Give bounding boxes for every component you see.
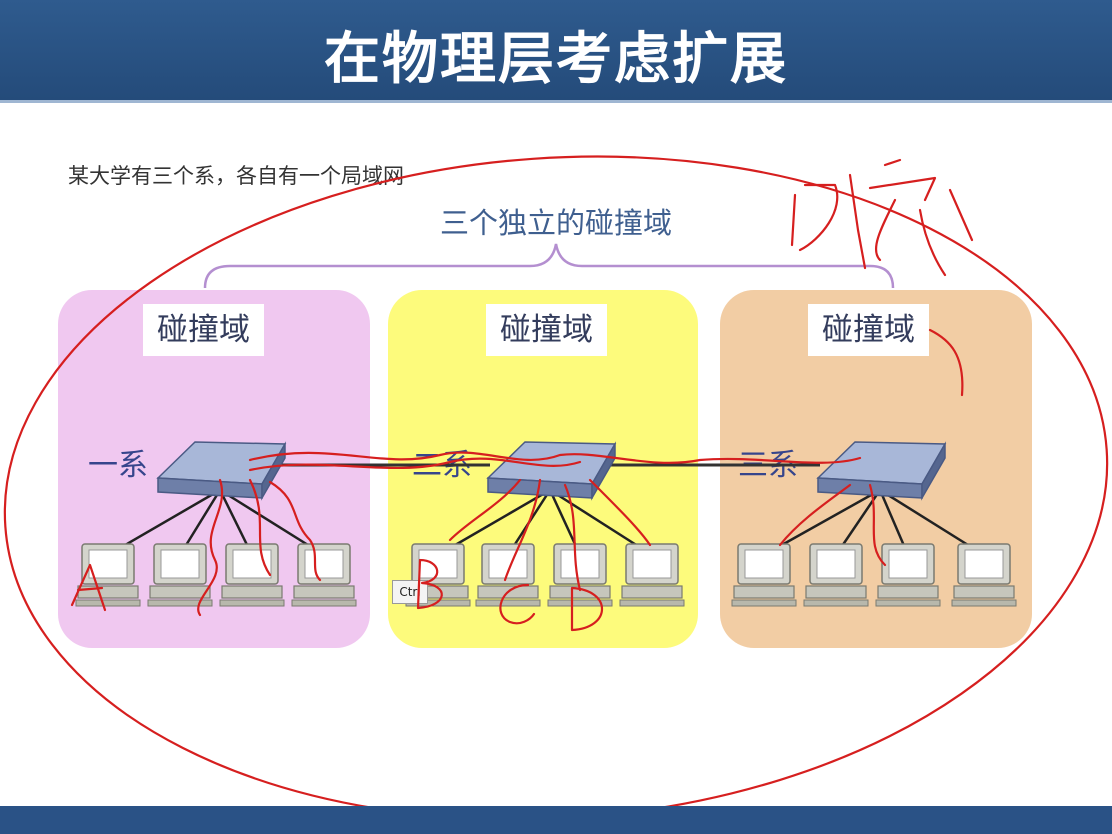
host-base: [733, 585, 795, 599]
hub-side: [261, 441, 286, 501]
big-ellipse-annotation: [3, 155, 1109, 821]
wire-scribble: [197, 478, 224, 617]
curly-brace: [203, 243, 895, 289]
host-base: [621, 585, 683, 599]
wire-scribble: [778, 483, 852, 547]
wire-scribble: [248, 451, 862, 464]
host-base: [293, 585, 355, 599]
host-keyboard: [619, 599, 685, 607]
domain-label: 碰撞域: [486, 304, 607, 356]
host-keyboard: [291, 599, 357, 607]
host-keyboard: [803, 599, 869, 607]
host-base: [805, 585, 867, 599]
handwritten-note: [790, 173, 867, 270]
host-screen: [744, 549, 784, 579]
host-keyboard: [731, 599, 797, 607]
wire-scribble: [248, 457, 582, 472]
host-screen: [888, 549, 928, 579]
handwritten-letter-D: [570, 586, 603, 632]
host-screen: [816, 549, 856, 579]
hub-side: [921, 441, 946, 501]
handwritten-note: [868, 158, 974, 277]
wire-scribble: [868, 483, 887, 567]
wire-scribble: [588, 478, 652, 547]
brace-label: 三个独立的碰撞域: [439, 206, 672, 240]
handwritten-letter-A: [70, 563, 107, 612]
title-bar: 在物理层考虑扩展: [0, 0, 1112, 103]
host-keyboard: [475, 599, 541, 607]
wire-scribble: [503, 478, 542, 582]
host-screen: [964, 549, 1004, 579]
host-base: [149, 585, 211, 599]
host-screen: [488, 549, 528, 579]
footer-bar: [0, 806, 1112, 834]
host-screen: [160, 549, 200, 579]
host-keyboard: [875, 599, 941, 607]
host-keyboard: [75, 599, 141, 607]
wire-scribble: [268, 480, 322, 582]
host-keyboard: [147, 599, 213, 607]
host-base: [221, 585, 283, 599]
wire-scribble: [563, 483, 582, 592]
host-screen: [632, 549, 672, 579]
slide-title: 在物理层考虑扩展: [324, 27, 788, 92]
domain-label: 碰撞域: [808, 304, 929, 356]
host-keyboard: [547, 599, 613, 607]
host-keyboard: [951, 599, 1017, 607]
wire-scribble: [448, 478, 522, 542]
handwritten-letter-C: [499, 583, 536, 625]
host-screen: [304, 549, 344, 579]
wire-scribble: [248, 478, 272, 577]
department-label: 一系: [88, 448, 148, 483]
host-base: [953, 585, 1015, 599]
handwritten-letter-B: [416, 558, 443, 610]
host-base: [877, 585, 939, 599]
intro-text: 某大学有三个系，各自有一个局域网: [68, 164, 404, 188]
host-keyboard: [219, 599, 285, 607]
arrow-scribble: [928, 328, 964, 397]
host-screen: [560, 549, 600, 579]
host-screen: [88, 549, 128, 579]
domain-label: 碰撞域: [143, 304, 264, 356]
